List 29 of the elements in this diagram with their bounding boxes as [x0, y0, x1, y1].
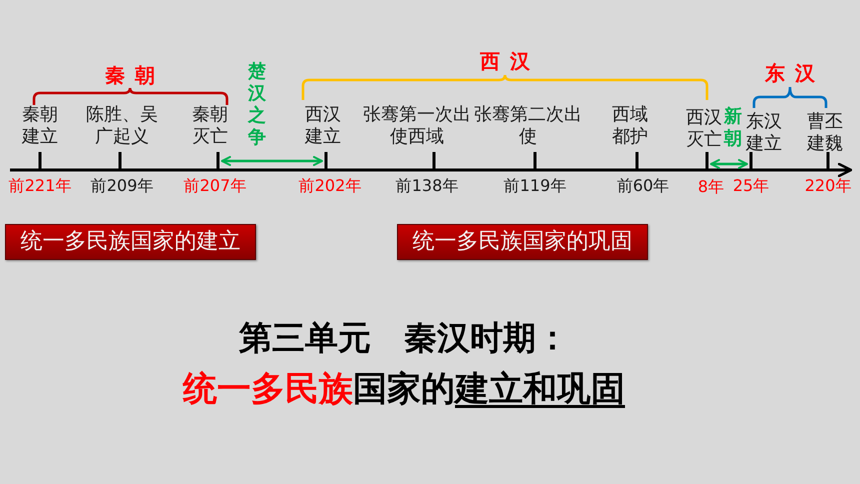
period-label: 西汉 — [480, 50, 540, 72]
span-label: 新朝 — [724, 106, 742, 150]
event-label: 西汉建立 — [304, 104, 342, 148]
date-label: 前207年 — [184, 176, 246, 196]
page-title: 第三单元 秦汉时期： — [239, 318, 569, 358]
date-label: 前119年 — [504, 176, 566, 196]
date-label: 前209年 — [90, 176, 154, 196]
date-label: 220年 — [804, 176, 852, 196]
date-label: 25年 — [732, 176, 770, 196]
event-label: 西域都护 — [611, 104, 649, 148]
span-label: 楚汉之争 — [248, 61, 266, 149]
event-label: 西汉灭亡 — [685, 107, 723, 151]
date-label: 前221年 — [8, 176, 72, 196]
date-label: 前202年 — [298, 176, 362, 196]
event-label: 曹丕建魏 — [806, 111, 844, 155]
event-label: 东汉建立 — [745, 111, 783, 155]
period-label: 东汉 — [765, 62, 825, 84]
event-label: 张骞第二次出使 — [473, 104, 583, 148]
event-label: 陈胜、吴广起义 — [85, 104, 159, 148]
event-label: 张骞第一次出使西域 — [362, 104, 472, 148]
event-label: 秦朝灭亡 — [191, 104, 229, 148]
period-label: 秦朝 — [105, 64, 165, 86]
date-label: 前138年 — [396, 176, 458, 196]
page-subtitle: 统一多民族国家的建立和巩固 — [183, 368, 625, 410]
banner: 统一多民族国家的巩固 — [397, 224, 648, 260]
event-label: 秦朝建立 — [21, 104, 59, 148]
date-label: 8年 — [698, 177, 724, 197]
banner: 统一多民族国家的建立 — [5, 224, 256, 260]
date-label: 前60年 — [616, 176, 670, 196]
